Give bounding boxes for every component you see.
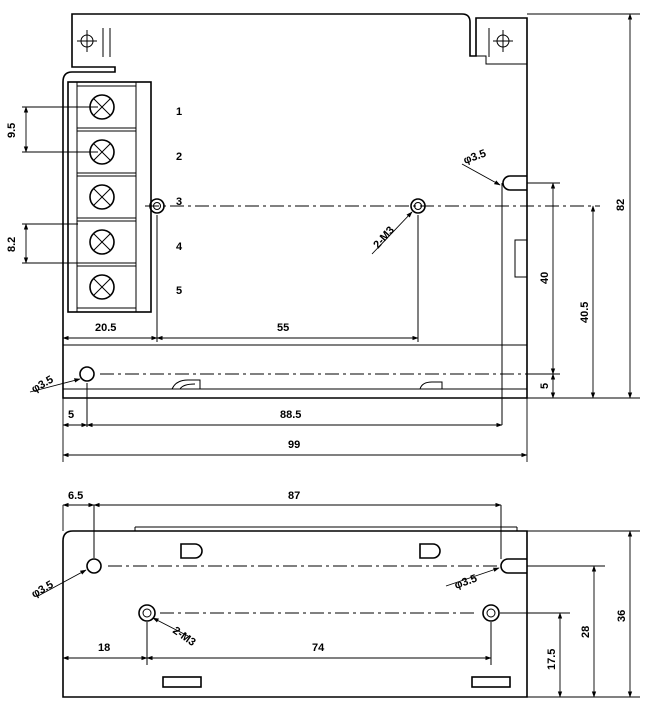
terminal-number: 5 <box>176 285 182 297</box>
terminal-block <box>67 81 152 313</box>
dim-label: 8.2 <box>6 237 18 252</box>
mounting-slot-bottom-right <box>500 558 527 574</box>
terminal-number: 3 <box>176 196 182 208</box>
d-tab <box>419 543 441 559</box>
terminal-number: 2 <box>176 151 182 163</box>
callout-label: 2-M3 <box>371 224 397 251</box>
mounting-slot-right <box>502 175 527 191</box>
dim-label: 17.5 <box>546 649 558 670</box>
d-tab <box>180 543 203 559</box>
dim-label: 40.5 <box>579 302 591 323</box>
clip <box>171 379 201 390</box>
terminal-number: 1 <box>176 106 182 118</box>
terminal-screw-icon <box>89 274 115 300</box>
side-tab <box>514 239 528 278</box>
callout-label: 2-M3 <box>170 625 197 649</box>
hole-icon-bottom-left <box>79 366 527 427</box>
clip <box>419 381 443 390</box>
dim-label: 5 <box>68 409 74 421</box>
dim-label: 99 <box>288 439 300 451</box>
dim-label: 5 <box>539 383 551 389</box>
bottom-view-outline <box>62 530 528 698</box>
callout-label: φ3.5 <box>453 573 479 592</box>
top-view-outline <box>62 13 528 399</box>
hole-icon-bottom-view-left <box>86 558 102 574</box>
dim-label: 20.5 <box>95 322 116 334</box>
terminal-screw-icon <box>89 184 115 210</box>
vent-slot <box>471 676 511 688</box>
dim-label: 88.5 <box>280 409 301 421</box>
terminal-number: 4 <box>176 241 183 253</box>
terminal-screw-icon <box>89 229 115 255</box>
callout-label: φ3.5 <box>30 374 56 396</box>
dim-label: 82 <box>615 199 627 211</box>
callout-label: φ3.5 <box>462 148 488 167</box>
hole-marker-top-right <box>488 28 513 57</box>
dim-label: 6.5 <box>68 490 83 502</box>
hole-marker-top-left <box>77 28 111 57</box>
dim-label: 74 <box>312 642 325 654</box>
dim-label: 36 <box>616 610 628 622</box>
terminal-screw-icon <box>89 139 115 165</box>
dim-label: 28 <box>580 626 592 638</box>
dim-label: 55 <box>277 322 289 334</box>
callout-label: φ3.5 <box>30 579 56 601</box>
dim-label: 87 <box>288 490 300 502</box>
screw-hole-icon <box>482 604 500 622</box>
top-view: 1 2 3 4 5 9.5 8.2 <box>6 13 640 462</box>
dim-label: 18 <box>98 642 110 654</box>
top-flange-inner <box>470 55 527 65</box>
vent-slot <box>162 676 202 688</box>
dim-label: 40 <box>539 272 551 284</box>
dim-label: 9.5 <box>6 123 18 138</box>
bottom-view: 6.5 87 18 74 36 28 17.5 φ3.5 φ3.5 2-M3 <box>30 490 640 698</box>
screw-hole-icon <box>138 604 156 622</box>
